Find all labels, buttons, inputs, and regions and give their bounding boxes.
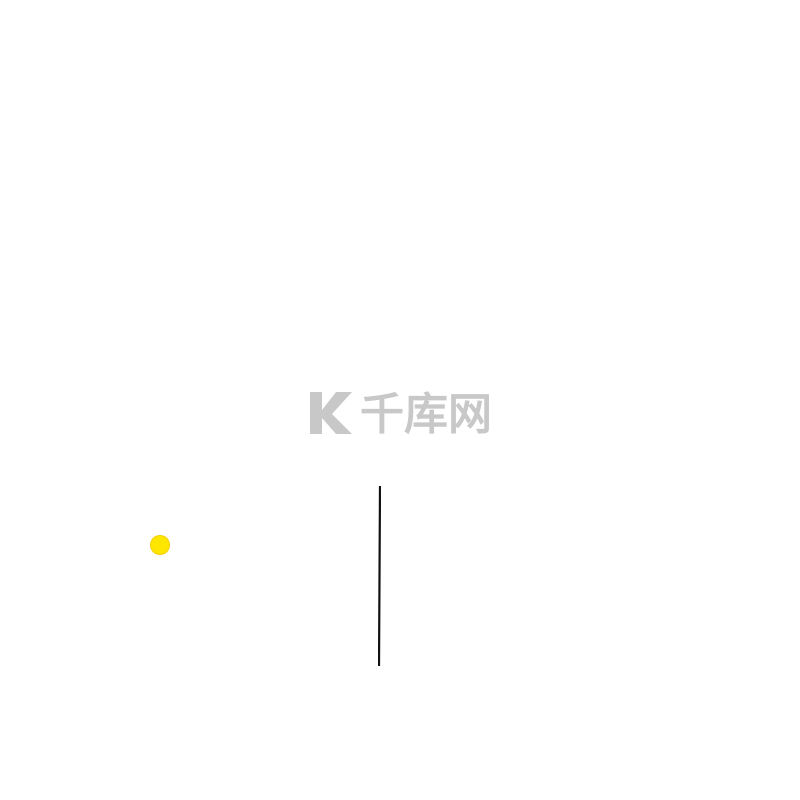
k-logo-icon	[310, 392, 352, 434]
watermark-logo: 千库网	[306, 386, 516, 440]
watermark-svg: 千库网	[310, 389, 492, 440]
vertical-line	[378, 486, 381, 666]
watermark-text: 千库网	[360, 389, 492, 440]
yellow-dot-marker	[151, 536, 169, 554]
